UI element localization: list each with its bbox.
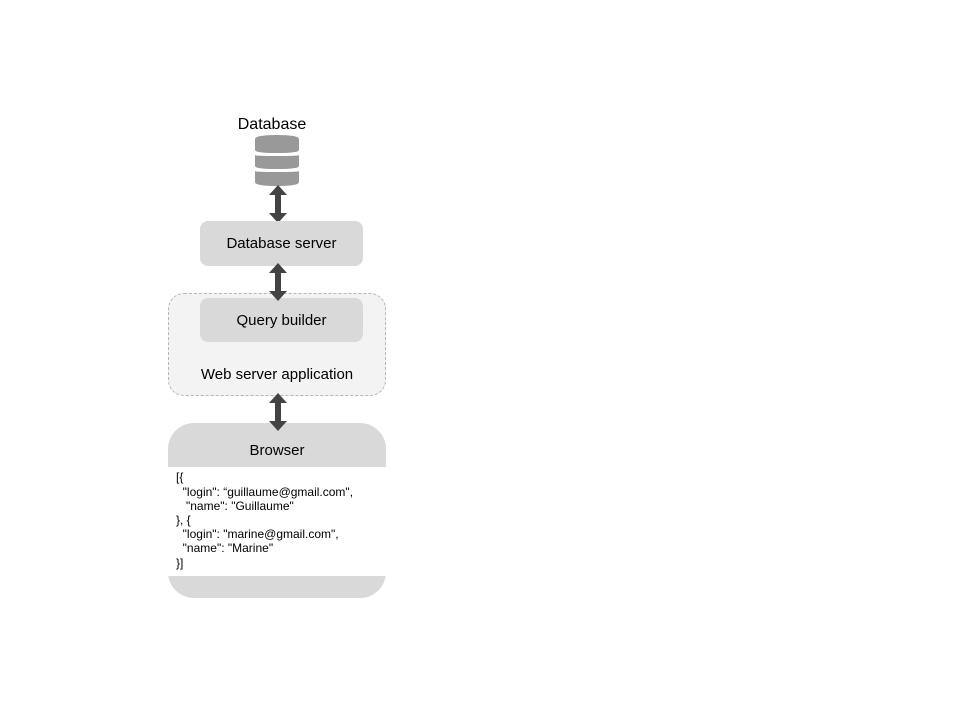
json-line: }]: [176, 556, 184, 570]
database-server-label: Database server: [226, 235, 337, 252]
double-arrow-icon: [269, 185, 287, 223]
database-label: Database: [237, 116, 307, 133]
browser-window: Browser [{ "login": “guillaume@gmail.com…: [168, 423, 386, 598]
json-response: [{ "login": “guillaume@gmail.com", "name…: [168, 467, 386, 576]
json-line: "login": “guillaume@gmail.com",: [176, 485, 354, 499]
double-arrow-icon: [269, 393, 287, 431]
query-builder-box: Query builder: [200, 298, 363, 342]
json-line: }, {: [176, 513, 191, 527]
database-cylinder-icon: [255, 135, 299, 186]
json-line: "name": "Marine": [176, 541, 274, 555]
double-arrow-icon: [269, 263, 287, 301]
json-line: "login": "marine@gmail.com",: [176, 527, 339, 541]
web-server-application-label: Web server application: [200, 366, 354, 383]
database-server-box: Database server: [200, 221, 363, 266]
json-line: [{: [176, 470, 184, 484]
query-builder-label: Query builder: [236, 311, 327, 329]
browser-label: Browser: [249, 442, 305, 459]
json-line: "name": "Guillaume": [176, 499, 294, 513]
